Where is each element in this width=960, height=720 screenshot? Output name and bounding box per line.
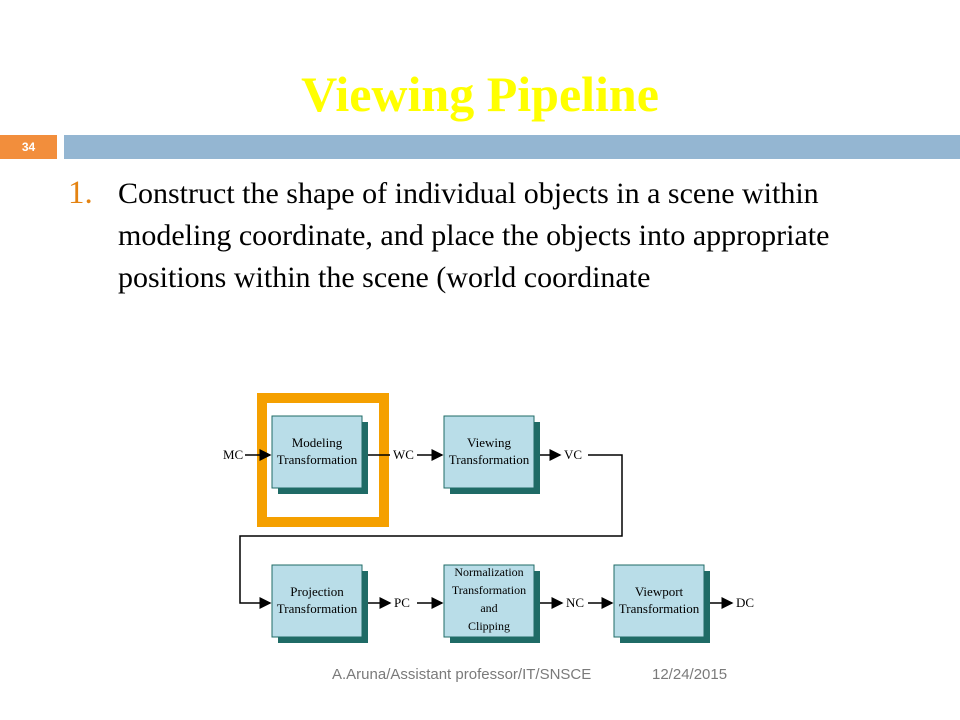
label-mc: MC [223,447,243,462]
slide-number: 34 [0,135,57,159]
label-wc: WC [393,447,414,462]
viewport-transformation-box: Viewport Transformation [613,564,710,643]
label-vc: VC [564,447,582,462]
viewport-line-2: Transformation [619,601,700,616]
normalization-line-4: Clipping [468,619,510,633]
projection-line-1: Projection [290,584,344,599]
label-dc: DC [736,595,754,610]
viewing-transformation-box: Viewing Transformation [443,415,540,494]
footer-author: A.Aruna/Assistant professor/IT/SNSCE [332,666,592,683]
modeling-line-1: Modeling [292,435,343,450]
normalization-line-1: Normalization [454,565,523,579]
header-bar [64,135,960,159]
projection-line-2: Transformation [277,601,358,616]
modeling-line-2: Transformation [277,452,358,467]
viewing-pipeline-diagram: Modeling Transformation Viewing Transfor… [223,393,754,643]
slide-title: Viewing Pipeline [301,66,659,122]
label-nc: NC [566,595,584,610]
projection-transformation-box: Projection Transformation [271,564,368,643]
viewing-line-2: Transformation [449,452,530,467]
normalization-transformation-box: Normalization Transformation and Clippin… [443,564,540,643]
normalization-line-3: and [480,601,497,615]
footer-date: 12/24/2015 [652,666,728,683]
label-pc: PC [394,595,410,610]
normalization-line-2: Transformation [452,583,526,597]
bullet-text: Construct the shape of individual object… [118,177,830,294]
viewing-line-1: Viewing [467,435,511,450]
viewport-line-1: Viewport [635,584,684,599]
connector-vc-projection [239,454,623,609]
bullet-marker: 1. [68,175,93,211]
modeling-transformation-box: Modeling Transformation [271,415,368,494]
